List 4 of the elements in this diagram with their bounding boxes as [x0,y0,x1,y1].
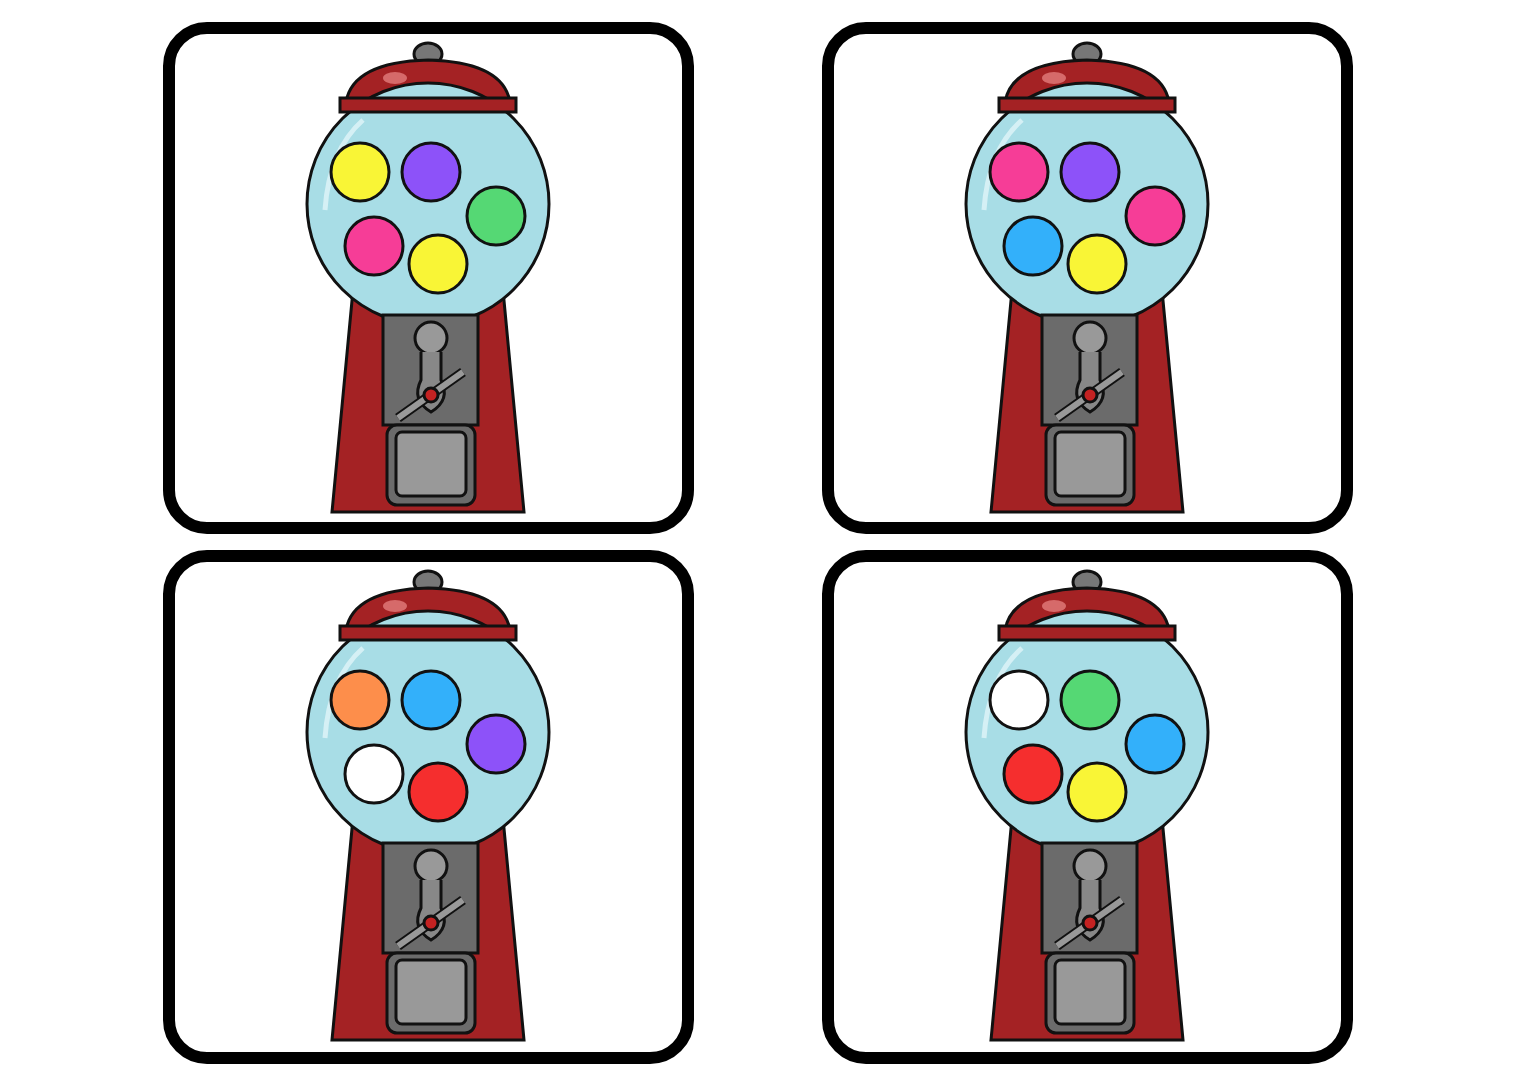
card [163,22,694,534]
card [822,550,1353,1064]
card [163,550,694,1064]
card [822,22,1353,534]
